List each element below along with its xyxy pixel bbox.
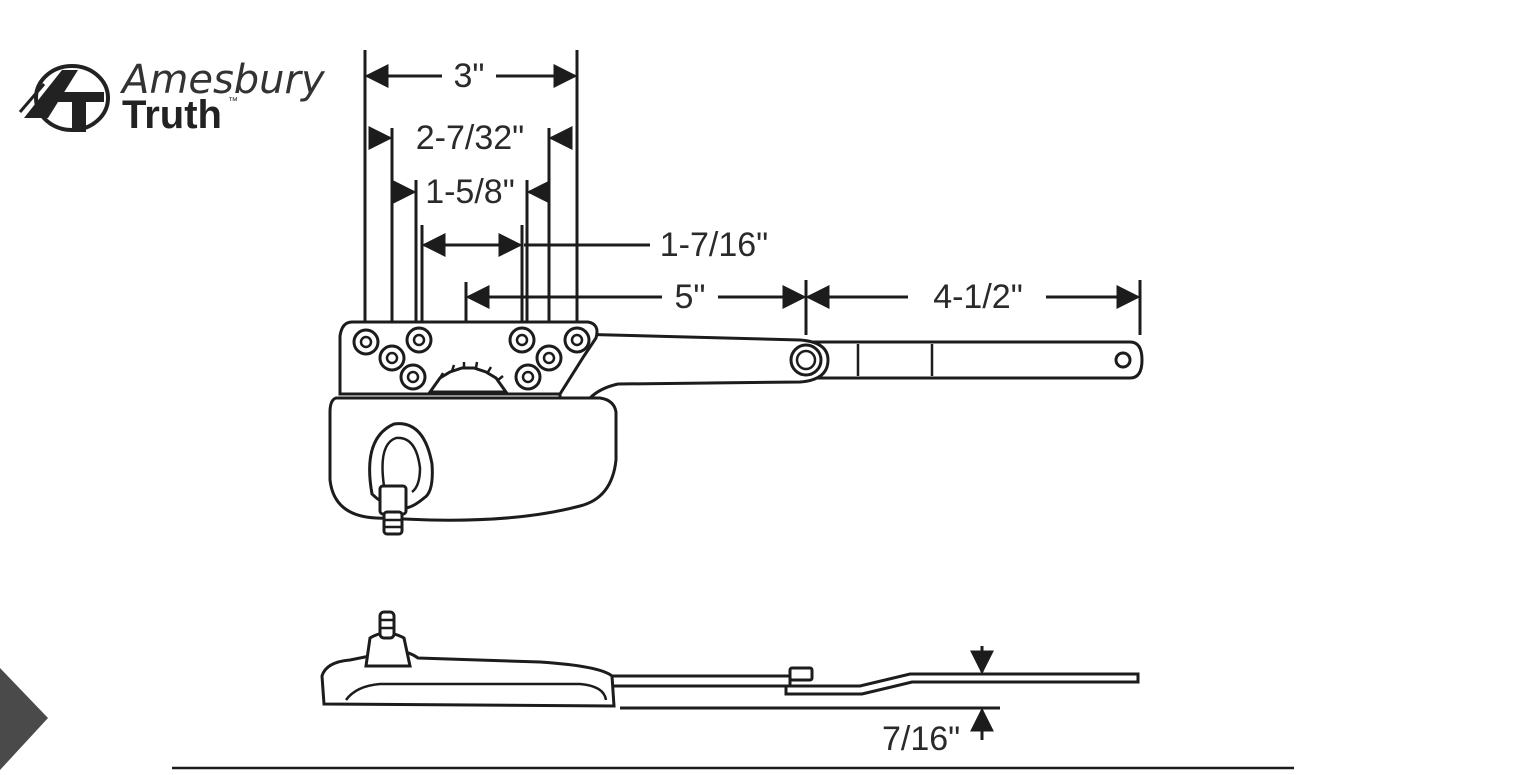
dim-label-gear-offset: 1-7/16"	[660, 226, 768, 264]
dim-label-overall-mount: 3"	[454, 57, 485, 95]
dimension-3in: 3"	[364, 57, 578, 95]
dim-label-arm-height: 7/16"	[882, 720, 960, 758]
amesbury-truth-logo-icon	[18, 64, 110, 132]
trademark-symbol: ™	[228, 96, 238, 107]
mounting-screw-holes	[352, 326, 591, 391]
dim-label-inner-holes: 1-5/8"	[425, 173, 515, 211]
dim-label-outer-holes: 2-7/32"	[416, 119, 524, 157]
brand-name-line1: Amesbury	[119, 57, 326, 103]
dimension-1-5-8in: 1-5/8"	[392, 173, 551, 211]
dim-label-main-arm: 5"	[675, 278, 706, 316]
dimension-4-1-2in: 4-1/2"	[805, 278, 1141, 316]
brand-name-line2: Truth	[122, 93, 222, 137]
dim-label-extension-arm: 4-1/2"	[933, 278, 1023, 316]
dimension-2-7-32in: 2-7/32"	[368, 119, 573, 157]
operator-side-view: 7/16"	[320, 610, 1140, 758]
dimension-1-7-16in: 1-7/16"	[421, 226, 768, 264]
operator-top-view	[328, 320, 1144, 536]
brand-logo: Amesbury Truth ™	[18, 57, 326, 137]
next-arrow-icon[interactable]	[0, 668, 48, 770]
dimension-5in: 5"	[465, 278, 807, 316]
